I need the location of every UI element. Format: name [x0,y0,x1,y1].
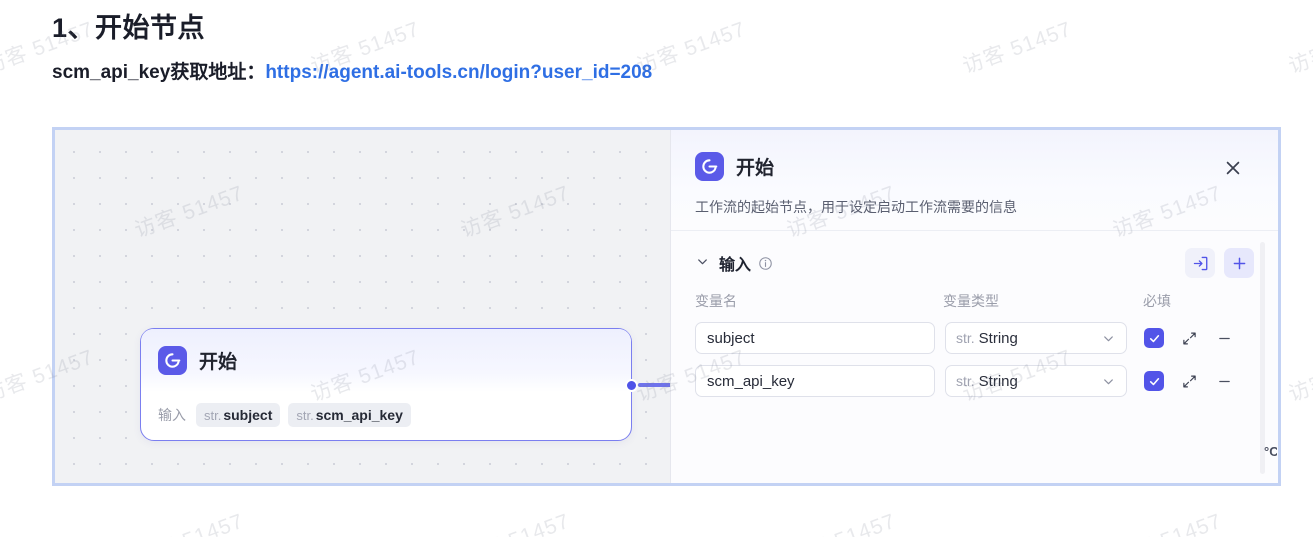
watermark-text: 访客 51457 [130,505,248,537]
watermark-text: 访客 51457 [1285,346,1313,407]
start-node-title: 开始 [199,352,238,373]
variable-type-value: String [978,372,1018,390]
expand-icon[interactable] [1182,374,1197,389]
app-screenshot-frame: 开始 输入 str.subject str.scm_api_key [52,127,1281,486]
node-detail-panel: 开始 工作流的起始节点，用于设定启动工作流需要的信息 输入 [670,130,1278,483]
subtitle-row: scm_api_key获取地址：https://agent.ai-tools.c… [52,60,652,86]
node-variable-tag: str.subject [196,403,281,427]
scm-api-key-link[interactable]: https://agent.ai-tools.cn/login?user_id=… [265,62,653,83]
page-title: 1、开始节点 [52,13,206,43]
input-section: 输入 [671,231,1278,397]
variable-name-input[interactable] [695,365,935,397]
watermark-text: 访客 51457 [782,505,900,537]
start-node-icon [695,152,724,181]
column-header-type: 变量类型 [943,293,999,309]
variable-type-value: String [978,329,1018,347]
node-variable-tag: str.scm_api_key [288,403,411,427]
start-node[interactable]: 开始 输入 str.subject str.scm_api_key [140,328,638,441]
column-headers: 变量名 变量类型 必填 [695,291,1254,311]
variable-type-prefix: str. [956,330,975,346]
watermark-text: 访客 51457 [1108,505,1226,537]
variable-type-select[interactable]: str. String [945,322,1127,354]
node-variable-tag-name: scm_api_key [315,407,403,423]
variable-type-prefix: str. [956,373,975,389]
panel-title: 开始 [736,158,775,179]
variable-row: str. String [695,365,1254,397]
watermark-text: 访客 51457 [959,17,1075,79]
node-variable-tag-name: subject [223,407,273,423]
node-variable-tag-type: str. [296,408,314,423]
panel-description: 工作流的起始节点，用于设定启动工作流需要的信息 [695,199,1017,215]
column-header-name: 变量名 [695,293,737,309]
node-output-port[interactable] [625,378,638,392]
input-section-header: 输入 [695,247,1254,279]
start-node-header: 开始 [141,329,631,392]
chevron-down-icon [1101,374,1116,389]
subtitle-label: scm_api_key获取地址： [52,62,266,83]
panel-divider [671,230,1278,231]
start-node-icon [158,346,187,375]
variable-type-select[interactable]: str. String [945,365,1127,397]
column-header-required: 必填 [1143,293,1171,309]
watermark-text: 访客 51457 [456,505,574,537]
minus-icon[interactable] [1217,374,1232,389]
panel-title-row: 开始 [695,152,1254,181]
panel-header: 开始 工作流的起始节点，用于设定启动工作流需要的信息 [671,130,1278,230]
close-icon[interactable] [1220,155,1246,181]
clipped-temperature-text: °C [1264,444,1277,459]
page-heading-block: 1、开始节点 scm_api_key获取地址：https://agent.ai-… [52,8,652,86]
plus-icon[interactable] [1224,248,1254,278]
watermark-text: 访客 51457 [1285,18,1313,79]
input-section-title: 输入 [719,257,752,274]
minus-icon[interactable] [1217,331,1232,346]
chevron-down-icon [1101,331,1116,346]
node-variable-tag-type: str. [204,408,222,423]
variable-row: str. String [695,322,1254,354]
expand-icon[interactable] [1182,331,1197,346]
chevron-down-icon[interactable] [695,254,710,272]
info-icon[interactable] [758,256,773,271]
panel-scrollbar[interactable] [1260,242,1265,474]
required-checkbox[interactable] [1144,371,1164,391]
import-icon[interactable] [1185,248,1215,278]
variable-name-input[interactable] [695,322,935,354]
required-checkbox[interactable] [1144,328,1164,348]
start-node-body: 输入 str.subject str.scm_api_key [141,392,631,438]
start-node-input-label: 输入 [158,407,186,423]
input-section-actions [1185,248,1254,278]
